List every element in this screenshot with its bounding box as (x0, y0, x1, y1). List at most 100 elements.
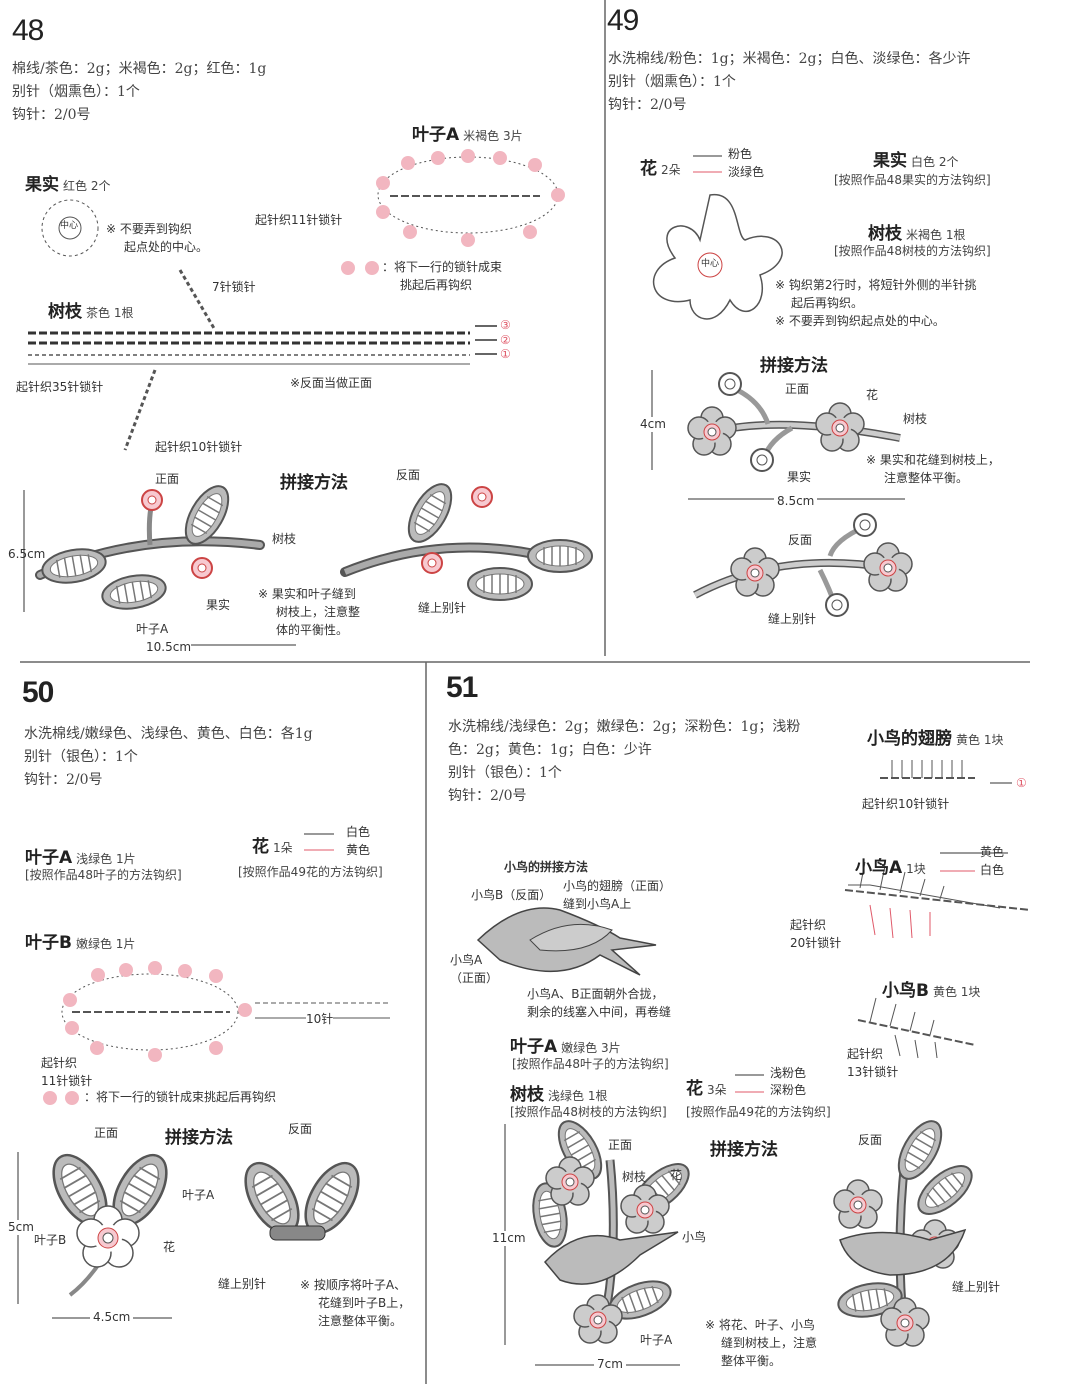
note-line: 注意整体平衡。 (318, 1314, 403, 1328)
height-label: 11cm (492, 1231, 526, 1246)
subtitle: 茶色 1根 (86, 306, 134, 320)
note-line: 小鸟的翅膀（正面） (563, 879, 672, 893)
material-line: 别针（烟熏色）：1个 (608, 74, 736, 90)
subtitle: 嫩绿色 1片 (75, 937, 136, 951)
row-1: ① (1016, 776, 1027, 790)
leaf-a-ref: [按照作品48叶子的方法钩织] (512, 1057, 669, 1071)
pin-label: 缝上别针 (768, 612, 817, 626)
leaf-a-label: 叶子A (182, 1188, 215, 1202)
note-line: 20针锁针 (790, 936, 842, 950)
back-label: 反面 (396, 468, 421, 482)
title: 花 (686, 1079, 703, 1099)
color-1: 黄色 (980, 845, 1005, 859)
fruit-label: 果实 (787, 470, 812, 484)
material-line: 色：2g；黄色：1g；白色：少许 (448, 742, 652, 758)
subtitle: 黄色 1块 (956, 733, 1004, 747)
leaf-a-label: 叶子A (640, 1333, 673, 1347)
chain-label: 10针 (306, 1012, 334, 1027)
back-label: 反面 (858, 1133, 883, 1147)
note-line: 小鸟A、B正面朝外合拢， (527, 987, 664, 1001)
subtitle: 米褐色 1根 (906, 228, 966, 242)
subtitle: 浅绿色 1片 (76, 852, 136, 866)
note-line: ※ 将花、叶子、小鸟 (705, 1318, 815, 1332)
title: 小鸟的翅膀 (867, 729, 952, 749)
note-line: ※ 不要弄到钩织起点处的中心。 (775, 314, 945, 328)
note-line: ※ 果实和花缝到树枝上， (866, 453, 1000, 467)
material-line: 钩针：2/0号 (608, 97, 687, 113)
note-line: 13针锁针 (847, 1065, 899, 1079)
fruit-title: 果实红色 2个 (25, 170, 110, 195)
flower-label: 花 (163, 1240, 176, 1254)
front-label: 正面 (155, 472, 180, 486)
note-line: 起针织 (790, 918, 827, 932)
title: 树枝 (510, 1085, 544, 1105)
back-label: 反面 (288, 1122, 313, 1136)
row-2: ② (500, 333, 511, 347)
assembly-note: ※ 果实和花缝到树枝上，注意整体平衡。 (866, 451, 1000, 487)
fruit-title: 果实白色 2个 (873, 146, 958, 171)
material-line: 钩针：2/0号 (448, 788, 527, 804)
color-2: 黄色 (346, 843, 371, 857)
width-label: 7cm (594, 1357, 626, 1372)
subtitle: 1朵 (273, 841, 293, 855)
fruit-ref: [按照作品48果实的方法钩织] (834, 173, 991, 187)
material-line: 别针（银色）：1个 (448, 765, 562, 781)
height-label: 6.5cm (8, 547, 46, 561)
height-label: 5cm (8, 1220, 34, 1235)
flower-ref: [按照作品49花的方法钩织] (686, 1105, 831, 1119)
subtitle: 1块 (906, 862, 926, 876)
legend-note: ：将下一行的锁针成束挑起后再钩织 (84, 1090, 277, 1104)
color-2: 白色 (980, 863, 1005, 877)
subtitle: 2朵 (661, 163, 681, 177)
start-chain-label: 起针织35针锁针 (16, 380, 104, 394)
title: 果实 (873, 151, 907, 171)
height-label: 4cm (640, 417, 666, 432)
note-line: ※ 按顺序将叶子A、 (300, 1278, 407, 1292)
front-label: 正面 (94, 1126, 119, 1140)
branch-title: 树枝米褐色 1根 (868, 219, 965, 244)
note-line: ：将下一行的锁针成束 (382, 260, 503, 274)
assembly-title: 拼接方法 (165, 1128, 233, 1148)
note-line: 花缝到叶子B上， (318, 1296, 411, 1310)
width-label: 4.5cm (90, 1310, 134, 1325)
assembly-title: 拼接方法 (710, 1140, 778, 1160)
chain-label: 7针锁针 (212, 280, 256, 294)
assembly-title: 拼接方法 (280, 473, 348, 493)
subtitle: 黄色 1块 (932, 985, 981, 999)
bird-assembly-title: 小鸟的拼接方法 (504, 860, 589, 874)
width-label: 10.5cm (146, 640, 192, 655)
note-line: 小鸟A (450, 953, 483, 967)
legend-note: ：将下一行的锁针成束挑起后再钩织 (382, 258, 502, 294)
note-line: 缝到树枝上，注意 (721, 1336, 818, 1350)
branch-ref: [按照作品48树枝的方法钩织] (510, 1105, 667, 1119)
material-line: 钩针：2/0号 (12, 107, 91, 123)
pin-label: 缝上别针 (218, 1277, 267, 1291)
subtitle: 米褐色 3片 (463, 129, 523, 143)
note-line: 缝到小鸟A上 (563, 897, 632, 911)
reverse-note: ※反面当做正面 (290, 376, 373, 390)
flower-ref: [按照作品49花的方法钩织] (238, 865, 383, 879)
note-line: 挑起后再钩织 (400, 278, 473, 292)
note-line: ※ 钩织第2行时，将短针外侧的半针挑 (775, 278, 977, 292)
material-line: 别针（银色）：1个 (24, 749, 138, 765)
title: 叶子B (25, 933, 72, 953)
note-line: 剩余的线塞入中间，再卷缝 (527, 1005, 672, 1019)
title: 花 (640, 159, 657, 179)
bird-a-label: 小鸟A（正面） (450, 951, 498, 987)
pattern-number: 48 (12, 14, 44, 47)
materials: 水洗棉线/粉色：1g；米褐色：2g；白色、淡绿色：各少许 别针（烟熏色）：1个 … (608, 48, 970, 117)
flower-label: 花 (670, 1168, 683, 1182)
pattern-number: 51 (446, 671, 478, 704)
material-line: 水洗棉线/粉色：1g；米褐色：2g；白色、淡绿色：各少许 (608, 51, 971, 67)
note-line: 体的平衡性。 (276, 623, 349, 637)
leaf-b-label: 叶子B (34, 1233, 67, 1247)
material-line: 水洗棉线/嫩绿色、浅绿色、黄色、白色：各1g (24, 726, 313, 742)
